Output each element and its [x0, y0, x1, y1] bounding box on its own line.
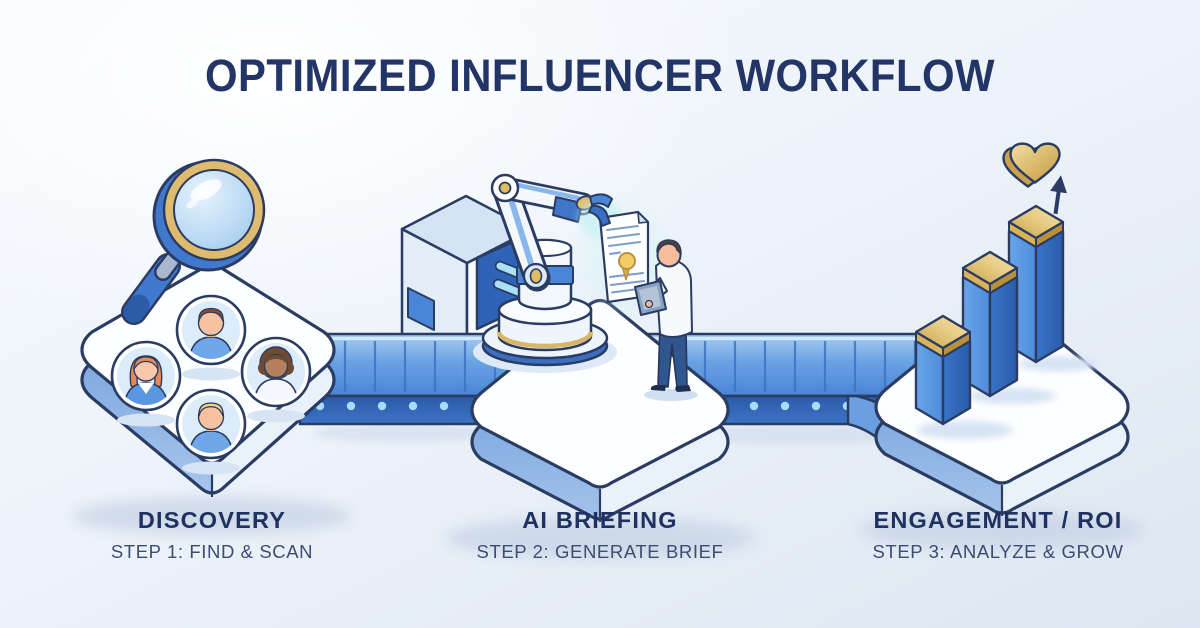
- bar-mid: [961, 250, 1019, 398]
- influencer-avatars: [110, 294, 312, 475]
- robotic-arm: [481, 173, 609, 367]
- step-heading: ENGAGEMENT / ROI: [873, 507, 1123, 533]
- step-heading: AI BRIEFING: [522, 507, 678, 533]
- up-arrow-icon: [1050, 175, 1067, 215]
- avatar-man-blond: [175, 388, 247, 475]
- gold-heart-icon: [1002, 142, 1061, 188]
- avatar-person-afro: [240, 336, 312, 423]
- growth-bar-chart: [914, 204, 1065, 426]
- brief-document: [598, 210, 650, 304]
- step-subheading: STEP 3: ANALYZE & GROW: [872, 541, 1124, 562]
- step-heading: DISCOVERY: [137, 507, 287, 533]
- bar-short: [914, 314, 972, 426]
- magnifying-glass-icon: [121, 158, 266, 325]
- step-label-ai-briefing: AI BRIEFING STEP 2: GENERATE BRIEF: [390, 507, 810, 563]
- step-label-engagement-roi: ENGAGEMENT / ROI STEP 3: ANALYZE & GROW: [788, 507, 1200, 563]
- marketer-figure: [634, 239, 698, 401]
- award-seal: [618, 252, 636, 281]
- avatar-woman-orange: [110, 340, 182, 427]
- ground-shadows: [72, 424, 1144, 559]
- step-subheading: STEP 1: FIND & SCAN: [110, 541, 314, 562]
- avatar-man-auburn: [175, 294, 247, 381]
- step-label-discovery: DISCOVERY STEP 1: FIND & SCAN: [2, 507, 422, 563]
- page-title: OPTIMIZED INFLUENCER WORKFLOW: [205, 50, 995, 101]
- gripper-claw: [588, 193, 613, 227]
- step-subheading: STEP 2: GENERATE BRIEF: [476, 541, 724, 562]
